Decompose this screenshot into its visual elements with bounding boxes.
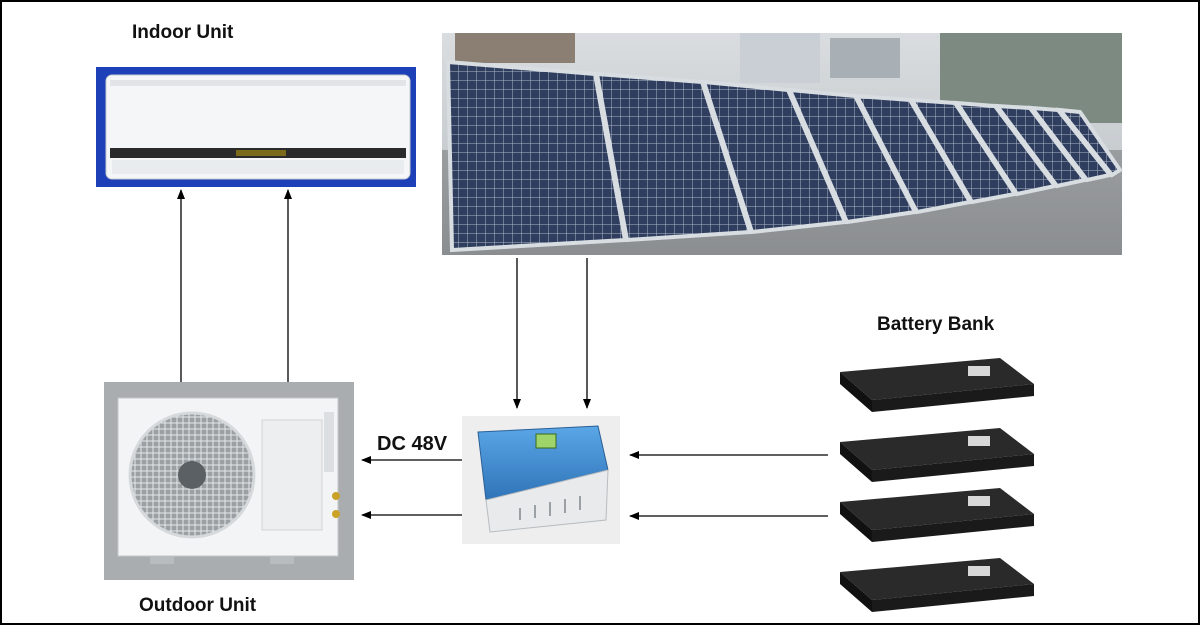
charge-controller-icon	[462, 416, 620, 544]
indoor-unit-icon	[96, 67, 416, 187]
battery-bank-label: Battery Bank	[877, 314, 995, 335]
battery-icon	[840, 428, 1034, 482]
battery-icon	[840, 488, 1034, 542]
indoor-unit-label: Indoor Unit	[132, 22, 234, 43]
solar-panels-icon	[442, 33, 1123, 255]
outdoor-unit-icon	[104, 382, 354, 580]
dc-voltage-label: DC 48V	[377, 433, 448, 455]
outdoor-unit-label: Outdoor Unit	[139, 595, 257, 616]
battery-icon	[840, 358, 1034, 412]
battery-icon	[840, 558, 1034, 612]
